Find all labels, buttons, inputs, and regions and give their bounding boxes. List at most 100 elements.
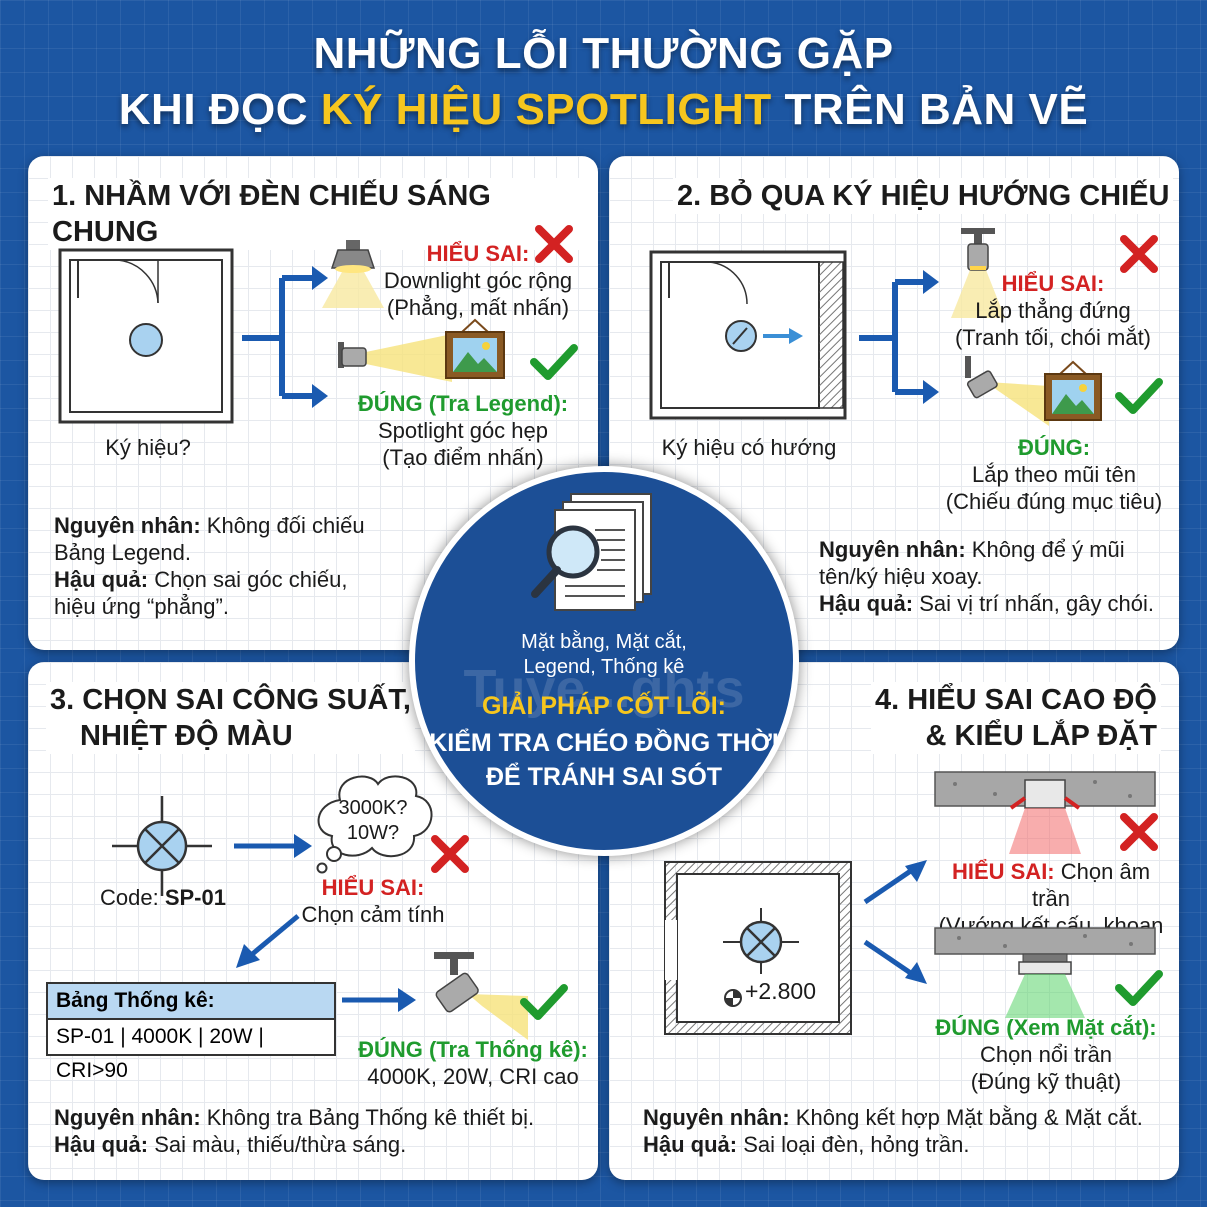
cause-line-2: Bảng Legend.: [54, 540, 192, 565]
cause-line: Nguyên nhân: Không kết hợp Mặt bằng & Mặ…: [643, 1104, 1173, 1131]
panel-2-title: 2. BỎ QUA KÝ HIỆU HƯỚNG CHIẾU: [673, 178, 1174, 214]
elevation-label: +2.800: [745, 978, 816, 1004]
title-suffix: TRÊN BẢN VẼ: [771, 85, 1089, 134]
thought-bubble-icon: [316, 775, 433, 874]
right-label: ĐÚNG:: [1017, 435, 1091, 460]
bubble-line-2: 10W?: [346, 822, 400, 844]
arrow-down-right-icon: [863, 939, 927, 984]
right-label: ĐÚNG (Tra Thống kê):: [358, 1037, 588, 1062]
right-line-1: 4000K, 20W, CRI cao: [367, 1064, 579, 1089]
right-line-2: (Đúng kỹ thuật): [970, 1069, 1122, 1094]
effect-label: Hậu quả:: [643, 1132, 738, 1157]
right-check-icon: [520, 984, 568, 1020]
effect-label: Hậu quả:: [819, 591, 914, 616]
watermark: Tuye...ghts: [463, 659, 745, 719]
effect-label: Hậu quả:: [54, 1132, 149, 1157]
cause-text: Không tra Bảng Thống kê thiết bị.: [200, 1105, 535, 1130]
wrong-block-3: HIỂU SAI: Chọn cảm tính: [298, 874, 448, 928]
right-line-1: Chọn nổi trần: [979, 1042, 1113, 1067]
wrong-line: HIỂU SAI: Chọn âm trần: [931, 858, 1171, 912]
wrong-label: HIỂU SAI:: [321, 875, 425, 900]
cause-label: Nguyên nhân:: [54, 513, 201, 538]
arrow-up-right-icon: [863, 860, 927, 905]
documents-line-2: Legend, Thống kê: [523, 656, 685, 678]
table-row: SP-01 | 4000K | 20W | CRI>90: [56, 1025, 264, 1082]
effect-line: Hậu quả: Sai loại đèn, hỏng trần.: [643, 1131, 1173, 1158]
track-spotlight-icon: [434, 952, 528, 1040]
wrong-cross-icon: [1120, 813, 1158, 851]
right-block-1: ĐÚNG (Tra Legend): Spotlight góc hẹp (Tạ…: [348, 390, 578, 471]
cause-text: Không để ý mũi: [965, 537, 1125, 562]
right-block-2: ĐÚNG: Lắp theo mũi tên (Chiếu đúng mục t…: [939, 434, 1169, 515]
right-line-2: (Tạo điểm nhấn): [382, 445, 544, 470]
right-line-1: Spotlight góc hẹp: [377, 418, 549, 443]
surface-mounted-section-icon: [934, 927, 1156, 1018]
solution-line-2: ĐỂ TRÁNH SAI SÓT: [485, 763, 723, 791]
effect-line: Hậu quả: Chọn sai góc chiếu,: [54, 566, 394, 593]
cause-text: Không kết hợp Mặt bằng & Mặt cắt.: [789, 1105, 1143, 1130]
wrong-label: HIỂU SAI:: [1001, 271, 1105, 296]
wrong-block-1: HIỂU SAI: Downlight góc rộng (Phẳng, mất…: [378, 240, 578, 321]
effect-text: Sai màu, thiếu/thừa sáng.: [148, 1132, 407, 1157]
wrong-line-1: Chọn cảm tính: [301, 902, 445, 927]
panel-general-lighting-confusion: 1. NHẦM VỚI ĐÈN CHIẾU SÁNG CHUNG Ký hiệu…: [28, 156, 598, 650]
effect-text: Sai vị trí nhấn, gây chói.: [913, 591, 1155, 616]
panel-3-title-line-2: NHIỆT ĐỘ MÀU: [80, 720, 293, 752]
right-label: ĐÚNG (Tra Legend):: [357, 391, 569, 416]
table-header: Bảng Thống kê:: [48, 984, 334, 1020]
wrong-label: HIỂU SAI:: [426, 241, 530, 266]
effect-text: Chọn sai góc chiếu,: [148, 567, 348, 592]
bubble-text: 3000K? 10W?: [328, 796, 418, 846]
right-block-4: ĐÚNG (Xem Mặt cắt): Chọn nổi trần (Đúng …: [931, 1014, 1161, 1095]
right-check-icon: [1115, 378, 1163, 414]
downlight-icon: [322, 240, 384, 308]
branch-arrow-icon: [242, 266, 328, 408]
wrong-cross-icon: [431, 835, 469, 873]
effect-line: Hậu quả: Sai màu, thiếu/thừa sáng.: [54, 1131, 594, 1158]
cause-label: Nguyên nhân:: [643, 1105, 790, 1130]
code-value: SP-01: [164, 885, 226, 910]
wrong-line-1: Lắp thẳng đứng: [975, 298, 1131, 323]
arrow-down-left-icon: [236, 914, 300, 968]
panel-1-title: 1. NHẦM VỚI ĐÈN CHIẾU SÁNG CHUNG: [48, 178, 598, 250]
panel-3-title-line-1: 3. CHỌN SAI CÔNG SUẤT,: [50, 684, 411, 716]
spotlight-beam-icon: [338, 334, 452, 382]
right-block-3: ĐÚNG (Tra Thống kê): 4000K, 20W, CRI cao: [358, 1036, 588, 1090]
core-solution-circle: Mặt bằng, Mặt cắt, Legend, Thống kê Tuye…: [409, 466, 799, 856]
right-label: ĐÚNG (Xem Mặt cắt):: [935, 1015, 1157, 1040]
cause-label: Nguyên nhân:: [54, 1105, 201, 1130]
arrow-right-icon: [342, 988, 416, 1012]
recessed-ceiling-section-icon: [934, 771, 1156, 854]
symbol-question-label: Ký hiệu?: [105, 435, 191, 460]
effect-line: Hậu quả: Sai vị trí nhấn, gây chói.: [819, 590, 1169, 617]
directional-plan-icon: [649, 250, 847, 420]
title-prefix: KHI ĐỌC: [118, 85, 321, 134]
page-title: NHỮNG LỖI THƯỜNG GẶP KHI ĐỌC KÝ HIỆU SPO…: [0, 26, 1207, 138]
framed-picture-icon: [445, 318, 505, 379]
effect-text: Sai loại đèn, hỏng trần.: [737, 1132, 970, 1157]
wrong-cross-icon: [1120, 235, 1158, 273]
bubble-line-1: 3000K?: [338, 797, 408, 819]
cause-line: Nguyên nhân: Không tra Bảng Thống kê thi…: [54, 1104, 594, 1131]
code-text: Code: SP-01: [100, 884, 226, 911]
plan-with-elevation-icon: [664, 861, 852, 1035]
cause-line: Nguyên nhân: Không để ý mũi: [819, 536, 1169, 563]
documents-line-1: Mặt bằng, Mặt cắt,: [521, 631, 687, 653]
cause-text: Không đối chiếu: [200, 513, 365, 538]
cause-effect-3: Nguyên nhân: Không tra Bảng Thống kê thi…: [54, 1104, 594, 1158]
title-highlight: KÝ HIỆU SPOTLIGHT: [320, 85, 772, 134]
effect-line-2: hiệu ứng “phẳng”.: [54, 594, 229, 619]
panel-4-title-line-2: & KIỂU LẮP ĐẶT: [925, 720, 1157, 752]
cause-effect-4: Nguyên nhân: Không kết hợp Mặt bằng & Mặ…: [643, 1104, 1173, 1158]
directional-symbol-label: Ký hiệu có hướng: [661, 435, 837, 460]
documents-caption: Mặt bằng, Mặt cắt, Legend, Thống kê: [415, 630, 793, 680]
panel-power-color-temperature: 3. CHỌN SAI CÔNG SUẤT, NHIỆT ĐỘ MÀU Code…: [28, 662, 598, 1180]
right-check-icon: [530, 344, 578, 380]
panel-3-title: 3. CHỌN SAI CÔNG SUẤT, NHIỆT ĐỘ MÀU: [46, 682, 415, 754]
cause-line: Nguyên nhân: Không đối chiếu: [54, 512, 394, 539]
equipment-schedule-table: Bảng Thống kê: SP-01 | 4000K | 20W | CRI…: [46, 982, 336, 1082]
floor-plan-room-icon: [58, 248, 234, 424]
cause-label: Nguyên nhân:: [819, 537, 966, 562]
cause-line-2: tên/ký hiệu xoay.: [819, 564, 983, 589]
right-line-2: (Chiếu đúng mục tiêu): [945, 489, 1163, 514]
